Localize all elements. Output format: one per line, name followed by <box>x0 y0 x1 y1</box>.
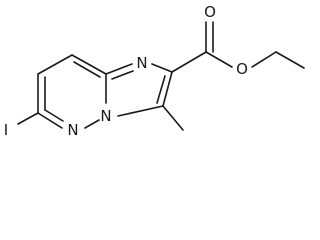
atom-label-iodine: I <box>4 121 8 139</box>
bond-c-iodine <box>17 112 39 125</box>
bond-n1-c2 <box>151 63 173 73</box>
atom-label-n-pyridazine: N <box>67 121 78 139</box>
bond-oester-ch2 <box>251 51 277 68</box>
bond-carbonyl-oester <box>205 51 233 68</box>
ethyl-ester-group <box>171 21 305 73</box>
bond-ch2-ch3 <box>275 51 305 69</box>
molecule-structure-diagram: I N N N O O <box>4 3 305 139</box>
bond-c2-c3-inner <box>156 75 166 104</box>
atom-label-n-bridgehead: N <box>100 107 111 125</box>
pyridazine-ring <box>17 54 107 129</box>
bond-c4-c3 <box>71 54 107 75</box>
atom-label-o-carbonyl: O <box>204 3 216 21</box>
bond-c8a-n1-inner <box>111 70 134 80</box>
bond-c3-methyl <box>162 105 184 131</box>
bond-c3-nbridge <box>117 105 164 117</box>
bond-npyr-ci <box>37 112 63 129</box>
imidazole-ring <box>105 63 184 131</box>
atom-label-n-imidazole: N <box>136 54 147 72</box>
bond-c2-c3 <box>162 71 173 107</box>
bond-c4-c3-inner <box>73 61 101 78</box>
atom-labels: I N N N O O <box>4 3 248 139</box>
bond-nbridge-npyr <box>84 119 100 129</box>
bond-c5-c4 <box>37 54 73 75</box>
bond-c2-carbonyl <box>171 51 207 73</box>
bond-c8a-n1 <box>105 63 133 75</box>
bond-npyr-ci-inner <box>44 109 64 122</box>
atom-label-o-ester: O <box>236 60 248 78</box>
